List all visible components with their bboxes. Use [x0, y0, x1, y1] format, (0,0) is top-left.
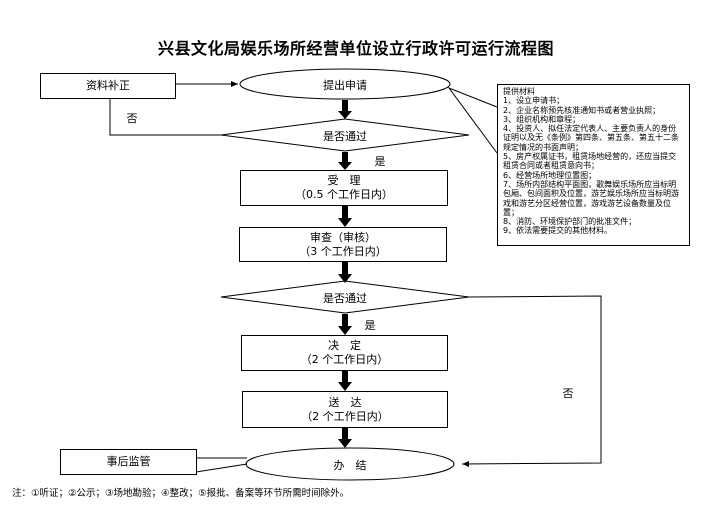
check1-label: 是否通过	[323, 130, 367, 143]
materials-callout: 提供材料 1、设立申请书； 2、企业名称预先核准通知书或者营业执照； 3、组织机…	[497, 84, 690, 246]
decide-box: 决 定 （2 个工作日内）	[241, 335, 448, 371]
materials-callout-pointer	[447, 86, 498, 154]
deliver-name: 送 达	[328, 395, 362, 409]
materials-item: 7、场所内部结构平面图，歌舞娱乐场所应当标明包厢、包间面积及位置，游艺娱乐场所应…	[503, 179, 679, 217]
supervise-connector-bottom	[195, 463, 248, 473]
materials-item: 6、经营场所地理位置图；	[503, 170, 597, 180]
deliver-box: 送 达 （2 个工作日内）	[242, 391, 448, 428]
apply-ellipse	[239, 68, 451, 100]
review-name: 审查（审核）	[310, 230, 376, 244]
materials-item: 2、企业名称预先核准通知书或者营业执照；	[503, 105, 661, 115]
footnote: 注：①听证；②公示；③场地勘验；④整改；⑤报批、备案等环节所需时间除外。	[12, 488, 350, 499]
accept-name: 受 理	[327, 174, 361, 187]
check1-no-line	[109, 98, 221, 136]
review-time: （3 个工作日内）	[299, 244, 387, 258]
check2-no-line	[461, 295, 602, 467]
apply-label: 提出申请	[323, 79, 367, 92]
materials-item: 4、投资人、拟任法定代表人、主要负责人的身份证明以及无《条例》第四条、第五条、第…	[503, 124, 679, 152]
accept-box: 受 理 （0.5 个工作日内）	[240, 170, 448, 206]
materials-heading: 提供材料	[503, 87, 535, 96]
supervise-box: 事后监管	[60, 449, 197, 475]
check1-diamond	[220, 118, 470, 152]
decide-time: （2 个工作日内）	[300, 353, 389, 366]
decide-name: 决 定	[328, 339, 361, 352]
yes-label-1: 是	[374, 155, 386, 168]
page-title: 兴县文化局娱乐场所经营单位设立行政许可运行流程图	[157, 39, 554, 58]
deliver-time: （2 个工作日内）	[301, 409, 389, 423]
materials-item: 9、依法需要提交的其他材料。	[503, 226, 613, 236]
no-label-1: 否	[126, 112, 138, 125]
review-box: 审查（审核） （3 个工作日内）	[239, 227, 447, 262]
check2-label: 是否通过	[323, 292, 367, 305]
no-label-2: 否	[562, 387, 574, 400]
supervise-label: 事后监管	[106, 455, 151, 468]
down-arrows	[338, 100, 352, 448]
materials-item: 3、组织机构和章程；	[503, 114, 581, 124]
materials-item: 5、房产权属证书，租赁场地经营的，还应当提交租赁合同或者租赁意向书；	[503, 152, 677, 171]
supplement-label: 资料补正	[86, 79, 130, 92]
materials-item: 1、设立申请书；	[503, 96, 565, 106]
supplement-box: 资料补正	[40, 73, 176, 99]
finish-label: 办 结	[333, 459, 367, 472]
materials-item: 8、消防、环境保护部门的批准文件；	[503, 217, 637, 227]
yes-label-2: 是	[364, 319, 376, 332]
accept-time: （0.5 个工作日内）	[295, 188, 393, 201]
